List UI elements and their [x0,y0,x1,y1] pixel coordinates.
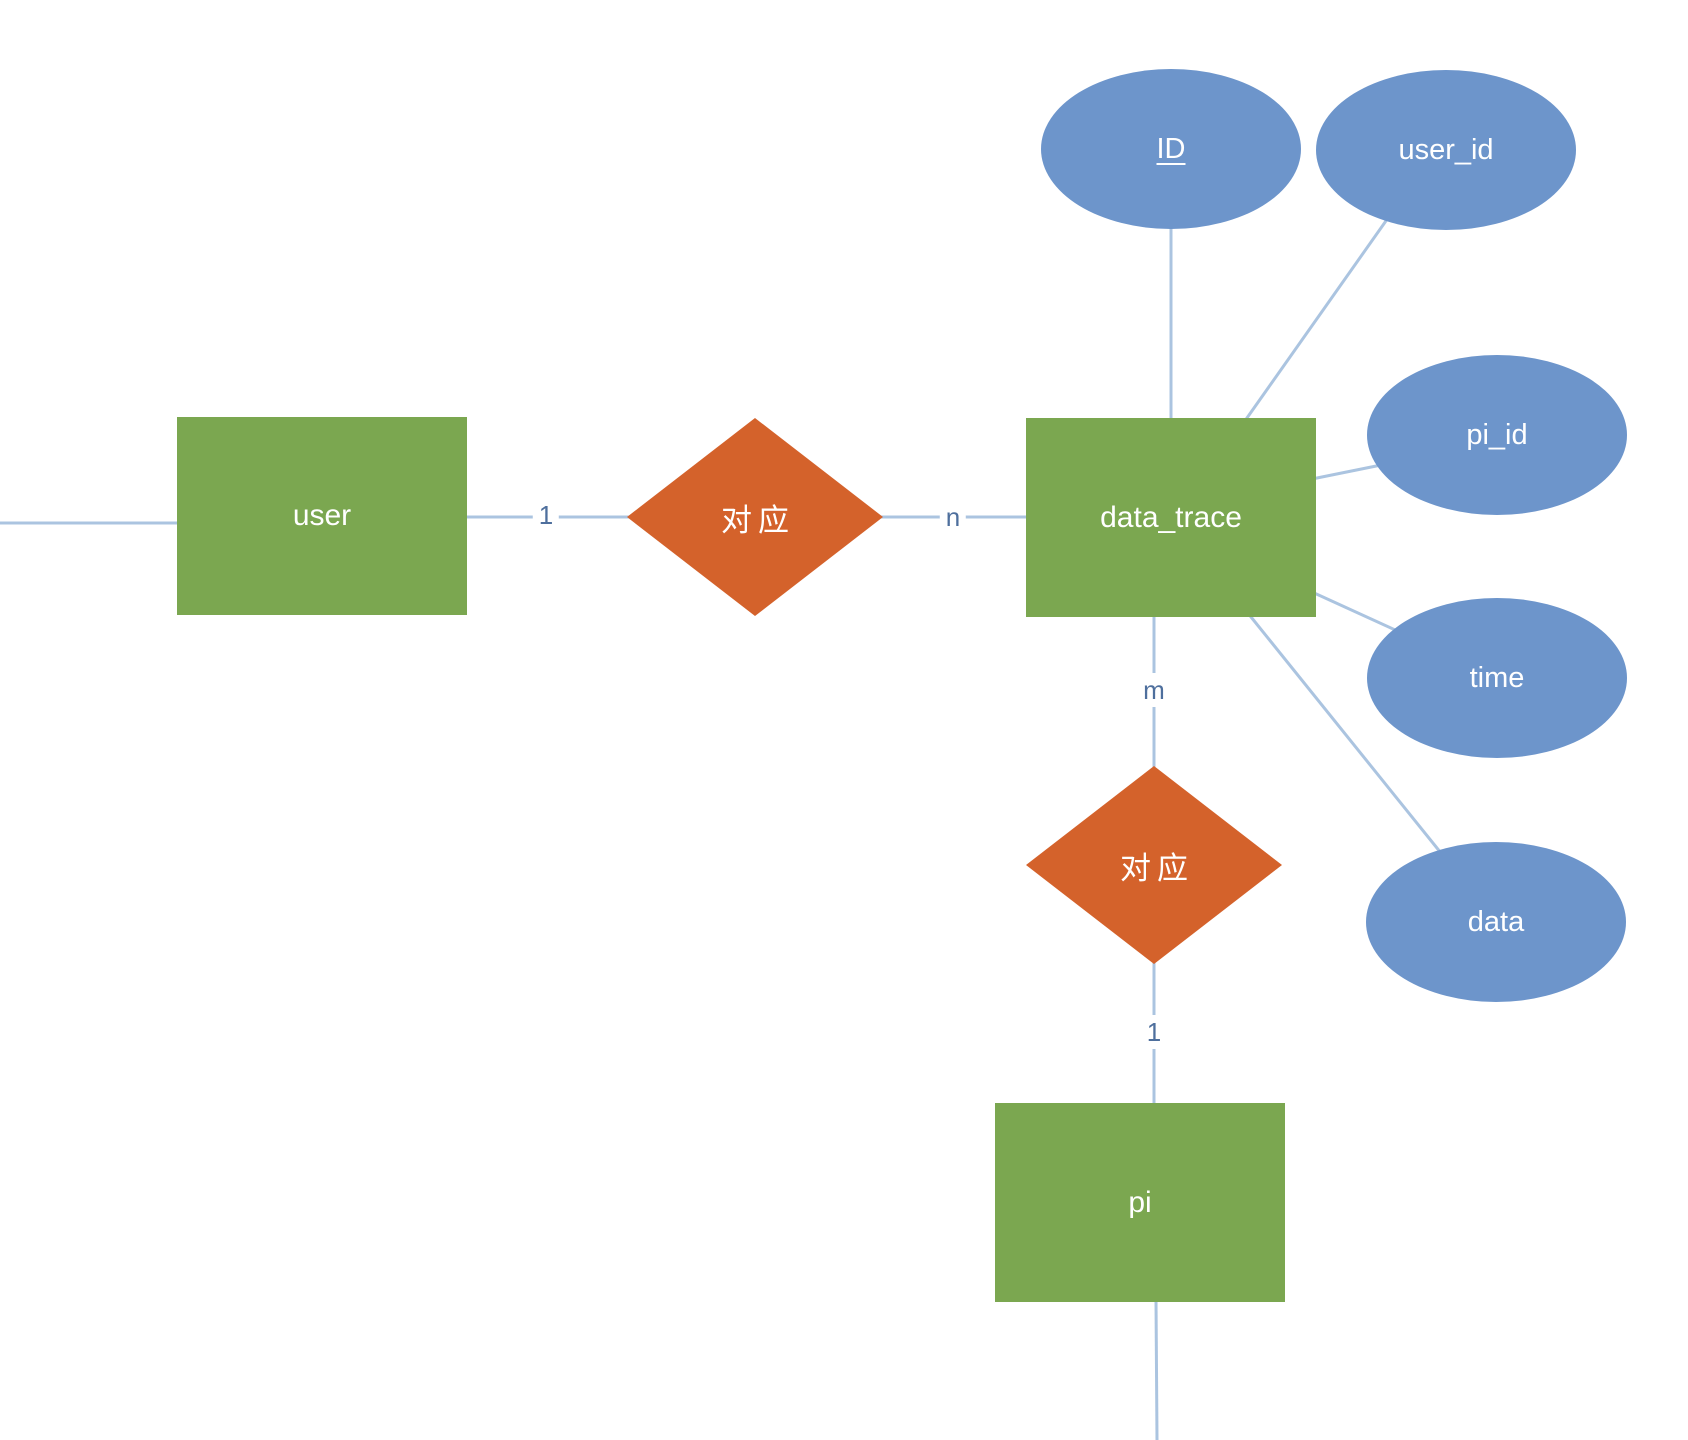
relationship-user-data-trace-label: 对应 [721,502,795,538]
connector-data-trace-data [1245,611,1447,859]
relationship-data-trace-pi-label: 对应 [1120,850,1194,886]
cardinality-data-trace-m: m [1137,673,1171,707]
entity-data-trace: data_trace [1026,418,1316,617]
cardinality-pi-side: 1 [1140,1015,1168,1049]
attribute-pi-id-label: pi_id [1466,418,1528,451]
entity-pi-label: pi [1128,1185,1152,1219]
attribute-user-id-label: user_id [1398,133,1494,166]
entity-pi: pi [995,1103,1285,1302]
connector-data-trace-time [1311,590,1405,636]
entity-user: user [177,417,467,615]
attribute-id-label: ID [1156,132,1186,165]
attribute-time-label: time [1469,661,1525,694]
cardinality-user-side: 1 [532,498,560,532]
attribute-pi-id: pi_id [1367,355,1627,515]
connector-data-trace-user-id [1240,217,1390,426]
attribute-time: time [1367,598,1627,758]
entity-data-trace-label: data_trace [1100,500,1242,534]
attribute-id: ID [1041,69,1301,229]
attribute-data: data [1366,842,1626,1002]
entity-user-label: user [292,499,352,532]
attribute-user-id: user_id [1316,70,1576,230]
attribute-data-label: data [1467,905,1525,938]
connector-pi-bottom-edge [1154,1299,1159,1440]
cardinality-data-trace-n: n [939,500,967,534]
